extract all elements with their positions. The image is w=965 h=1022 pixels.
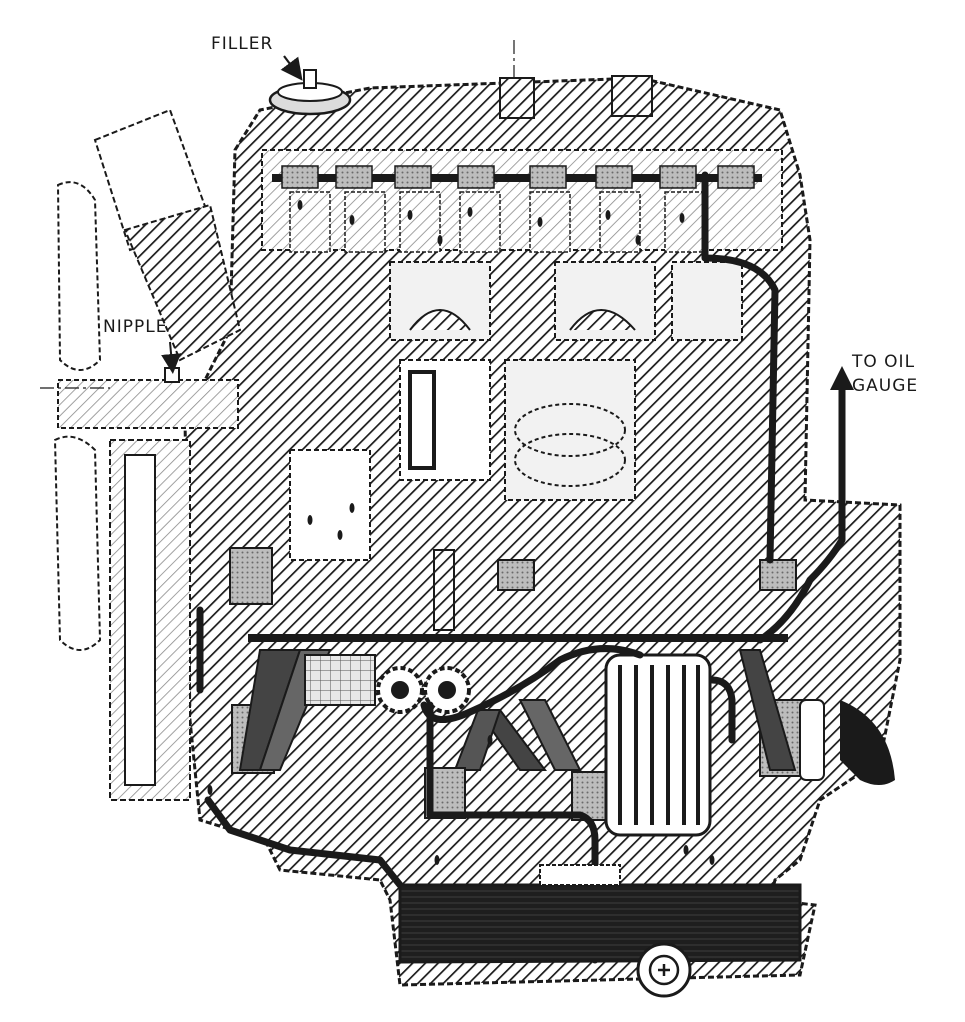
- oil-gauge-label-line2: GAUGE: [852, 376, 919, 396]
- oil-gauge-label: TO OIL GAUGE: [852, 350, 952, 398]
- main-oil-gallery: [248, 634, 788, 642]
- oil-filter: [604, 653, 712, 837]
- flywheel-housing: [799, 699, 895, 785]
- grease-nipple: [161, 341, 182, 383]
- filler-label: FILLER: [211, 34, 274, 54]
- drain-plug: [636, 942, 692, 998]
- oil-filler-cap: [268, 55, 352, 116]
- oil-pump-gears: [376, 666, 471, 714]
- cylinders: [289, 359, 636, 561]
- breather: [93, 108, 242, 362]
- combustion-chambers: [389, 261, 743, 341]
- fan-blade: [53, 181, 239, 651]
- oil-sump: [398, 864, 802, 964]
- rocker-shaft: [272, 165, 762, 189]
- oil-droplets: [207, 200, 715, 865]
- oil-gauge-label-line1: TO OIL: [852, 352, 916, 372]
- center-lines: [40, 40, 515, 389]
- nipple-label: NIPPLE: [103, 317, 168, 337]
- water-pump-housing: [109, 439, 191, 801]
- oil-pipes: [196, 171, 846, 964]
- valve-springs: [289, 191, 706, 253]
